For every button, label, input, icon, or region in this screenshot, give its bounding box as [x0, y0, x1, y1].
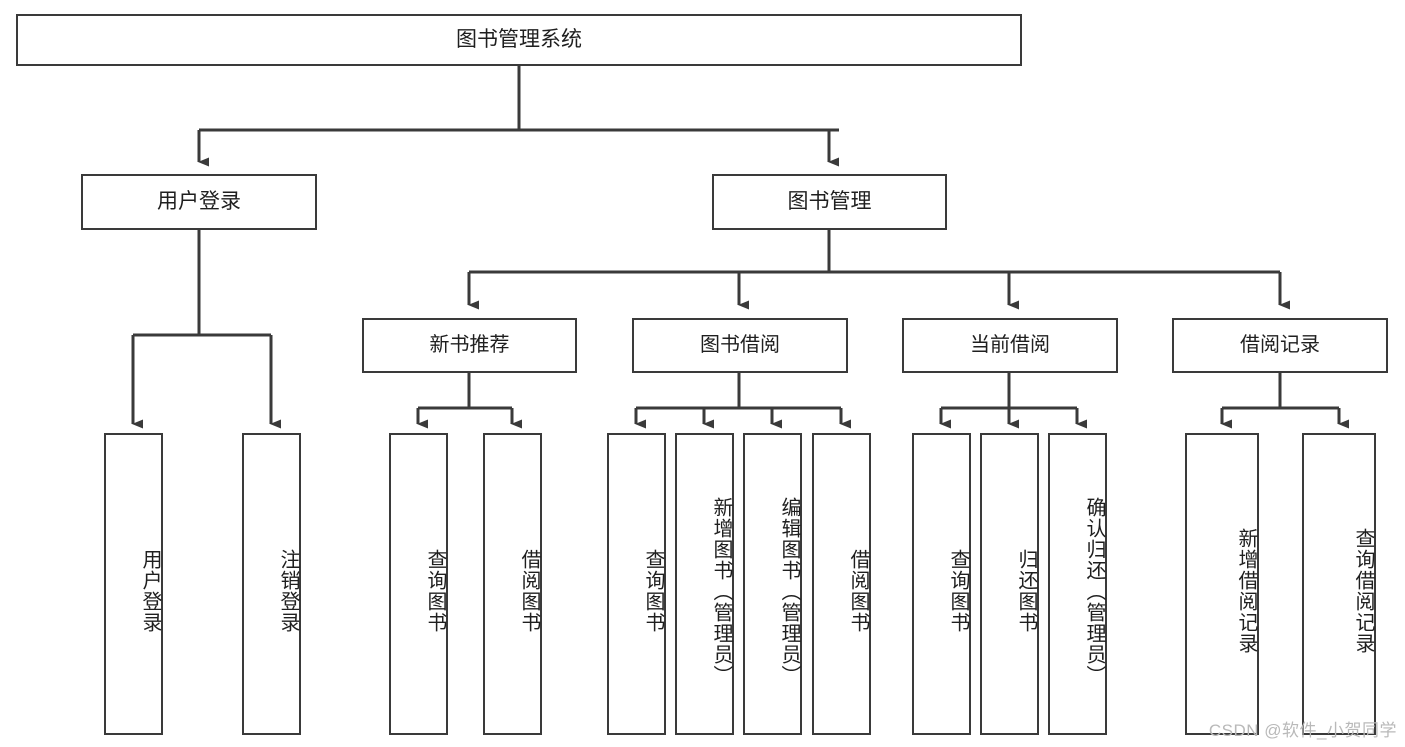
- leaf-query-book-recommend[interactable]: 查询图书: [389, 433, 448, 735]
- node-label: 查询图书: [424, 549, 446, 633]
- node-label: 用户登录: [139, 549, 161, 633]
- node-book-borrow[interactable]: 图书借阅: [632, 318, 848, 373]
- node-label: 当前借阅: [970, 333, 1050, 356]
- node-label: 借阅图书: [847, 549, 869, 633]
- node-label: 新书推荐: [429, 333, 510, 356]
- leaf-confirm-return-admin[interactable]: 确认归还（管理员）: [1048, 433, 1107, 735]
- node-label: 归还图书: [1015, 549, 1037, 633]
- leaf-return-book[interactable]: 归还图书: [980, 433, 1039, 735]
- node-label: 查询图书: [642, 549, 664, 633]
- leaf-query-borrow-record[interactable]: 查询借阅记录: [1302, 433, 1376, 735]
- node-label: 图书借阅: [700, 333, 780, 356]
- csdn-watermark: CSDN @软件_小贺同学: [1208, 721, 1397, 740]
- leaf-add-book-admin[interactable]: 新增图书（管理员）: [675, 433, 734, 735]
- node-label: 新增借阅记录: [1235, 528, 1257, 654]
- leaf-add-borrow-record[interactable]: 新增借阅记录: [1185, 433, 1259, 735]
- node-new-book-recommend[interactable]: 新书推荐: [362, 318, 577, 373]
- node-label: 确认归还（管理员）: [1083, 496, 1105, 686]
- node-label: 新增图书（管理员）: [710, 496, 732, 686]
- leaf-user-login[interactable]: 用户登录: [104, 433, 163, 735]
- node-borrow-record[interactable]: 借阅记录: [1172, 318, 1388, 373]
- node-label: 借阅记录: [1240, 333, 1320, 356]
- leaf-query-book-borrow[interactable]: 查询图书: [607, 433, 666, 735]
- node-label: 图书管理系统: [456, 27, 582, 51]
- leaf-borrow-book[interactable]: 借阅图书: [812, 433, 871, 735]
- leaf-borrow-book-recommend[interactable]: 借阅图书: [483, 433, 542, 735]
- node-label: 用户登录: [157, 189, 241, 213]
- leaf-query-book-current[interactable]: 查询图书: [912, 433, 971, 735]
- node-book-manage[interactable]: 图书管理: [712, 174, 947, 230]
- leaf-edit-book-admin[interactable]: 编辑图书（管理员）: [743, 433, 802, 735]
- node-user-login[interactable]: 用户登录: [81, 174, 317, 230]
- node-label: 查询借阅记录: [1352, 528, 1374, 654]
- node-label: 借阅图书: [518, 549, 540, 633]
- node-label: 编辑图书（管理员）: [778, 496, 800, 686]
- node-current-borrow[interactable]: 当前借阅: [902, 318, 1118, 373]
- node-label: 图书管理: [787, 189, 872, 213]
- node-label: 查询图书: [947, 549, 969, 633]
- leaf-logout-login[interactable]: 注销登录: [242, 433, 301, 735]
- node-root-system[interactable]: 图书管理系统: [16, 14, 1022, 66]
- node-label: 注销登录: [277, 549, 299, 633]
